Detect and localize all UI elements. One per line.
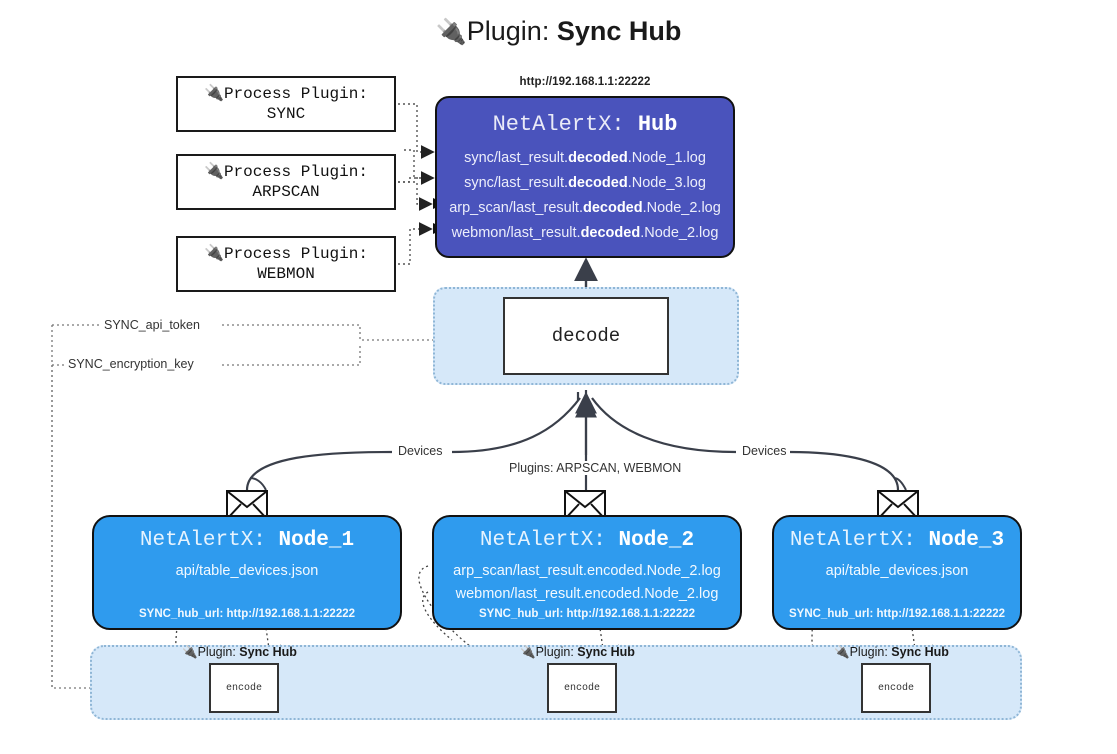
plugin-tag-node-1: 🔌Plugin: Sync Hub xyxy=(182,645,297,659)
page-title-name: Sync Hub xyxy=(556,16,682,46)
envelope-stems xyxy=(249,477,907,491)
node-line: api/table_devices.json xyxy=(825,563,969,579)
process-plugin-name: SYNC xyxy=(266,105,306,123)
label-devices-right: Devices xyxy=(738,444,791,458)
node-line-list: api/table_devices.json xyxy=(774,560,1020,583)
envelope-icon xyxy=(226,490,268,520)
hub-log-line: sync/last_result.decoded.Node_3.log xyxy=(464,174,706,191)
label-devices-left: Devices xyxy=(394,444,447,458)
plugin-to-hub-connectors xyxy=(398,103,435,265)
process-plugin-label: Process Plugin: xyxy=(223,245,368,263)
node-box-node-3[interactable]: NetAlertX: Node_3 api/table_devices.json… xyxy=(772,515,1022,630)
hub-log-line: webmon/last_result.decoded.Node_2.log xyxy=(451,224,719,241)
encode-box-node-2[interactable]: encode xyxy=(547,663,617,713)
page-title: 🔌Plugin: Sync Hub xyxy=(0,16,1117,47)
node-footer: SYNC_hub_url: http://192.168.1.1:22222 xyxy=(478,608,696,620)
hub-title-name: Hub xyxy=(637,112,678,137)
hub-log-list: sync/last_result.decoded.Node_1.log sync… xyxy=(437,146,733,246)
plugin-tag-node-2: 🔌Plugin: Sync Hub xyxy=(520,645,635,659)
hub-title-prefix: NetAlertX: xyxy=(492,112,638,137)
hub-log-line: sync/last_result.decoded.Node_1.log xyxy=(464,150,706,166)
electric-plug-icon: 🔌 xyxy=(435,18,467,46)
node-footer: SYNC_hub_url: http://192.168.1.1:22222 xyxy=(788,608,1006,620)
process-plugin-box-webmon[interactable]: 🔌Process Plugin: WEBMON xyxy=(176,236,396,292)
process-plugin-box-sync[interactable]: 🔌Process Plugin: SYNC xyxy=(176,76,396,132)
page-title-prefix: Plugin: xyxy=(466,16,557,46)
node-box-node-1[interactable]: NetAlertX: Node_1 api/table_devices.json… xyxy=(92,515,402,630)
node-title: NetAlertX: Node_2 xyxy=(479,529,695,552)
process-plugin-name: ARPSCAN xyxy=(252,183,320,201)
hub-url-label: http://192.168.1.1:22222 xyxy=(519,76,651,88)
electric-plug-icon: 🔌 xyxy=(520,645,536,659)
encode-box-node-3[interactable]: encode xyxy=(861,663,931,713)
node-title: NetAlertX: Node_3 xyxy=(789,529,1005,552)
decode-box[interactable]: decode xyxy=(503,297,669,375)
process-plugin-box-arpscan[interactable]: 🔌Process Plugin: ARPSCAN xyxy=(176,154,396,210)
electric-plug-icon: 🔌 xyxy=(204,163,224,181)
nodes-to-decode-edges xyxy=(245,390,900,491)
node-box-node-2[interactable]: NetAlertX: Node_2 arp_scan/last_result.e… xyxy=(432,515,742,630)
node-line: api/table_devices.json xyxy=(175,563,319,579)
envelope-icon xyxy=(564,490,606,520)
node-line: arp_scan/last_result.encoded.Node_2.log xyxy=(453,563,721,579)
node-line: webmon/last_result.encoded.Node_2.log xyxy=(455,586,719,603)
plugin-tag-node-3: 🔌Plugin: Sync Hub xyxy=(834,645,949,659)
electric-plug-icon: 🔌 xyxy=(182,645,198,659)
label-plugins-middle: Plugins: ARPSCAN, WEBMON xyxy=(505,461,686,475)
node-footer: SYNC_hub_url: http://192.168.1.1:22222 xyxy=(138,608,356,620)
hub-log-line: arp_scan/last_result.decoded.Node_2.log xyxy=(449,199,721,216)
process-plugin-label: Process Plugin: xyxy=(223,163,368,181)
hub-box[interactable]: NetAlertX: Hub sync/last_result.decoded.… xyxy=(435,96,735,258)
node-line-list: arp_scan/last_result.encoded.Node_2.log … xyxy=(434,560,740,607)
config-key-connectors xyxy=(51,324,500,695)
electric-plug-icon: 🔌 xyxy=(834,645,850,659)
node-line-list: api/table_devices.json xyxy=(94,560,400,583)
hub-title: NetAlertX: Hub xyxy=(437,112,733,137)
electric-plug-icon: 🔌 xyxy=(204,85,224,103)
label-sync-api-token: SYNC_api_token xyxy=(100,318,204,332)
electric-plug-icon: 🔌 xyxy=(204,245,224,263)
node-title: NetAlertX: Node_1 xyxy=(139,529,355,552)
process-plugin-name: WEBMON xyxy=(257,265,315,283)
process-plugin-label: Process Plugin: xyxy=(223,85,368,103)
label-sync-encryption-key: SYNC_encryption_key xyxy=(64,357,198,371)
encode-box-node-1[interactable]: encode xyxy=(209,663,279,713)
